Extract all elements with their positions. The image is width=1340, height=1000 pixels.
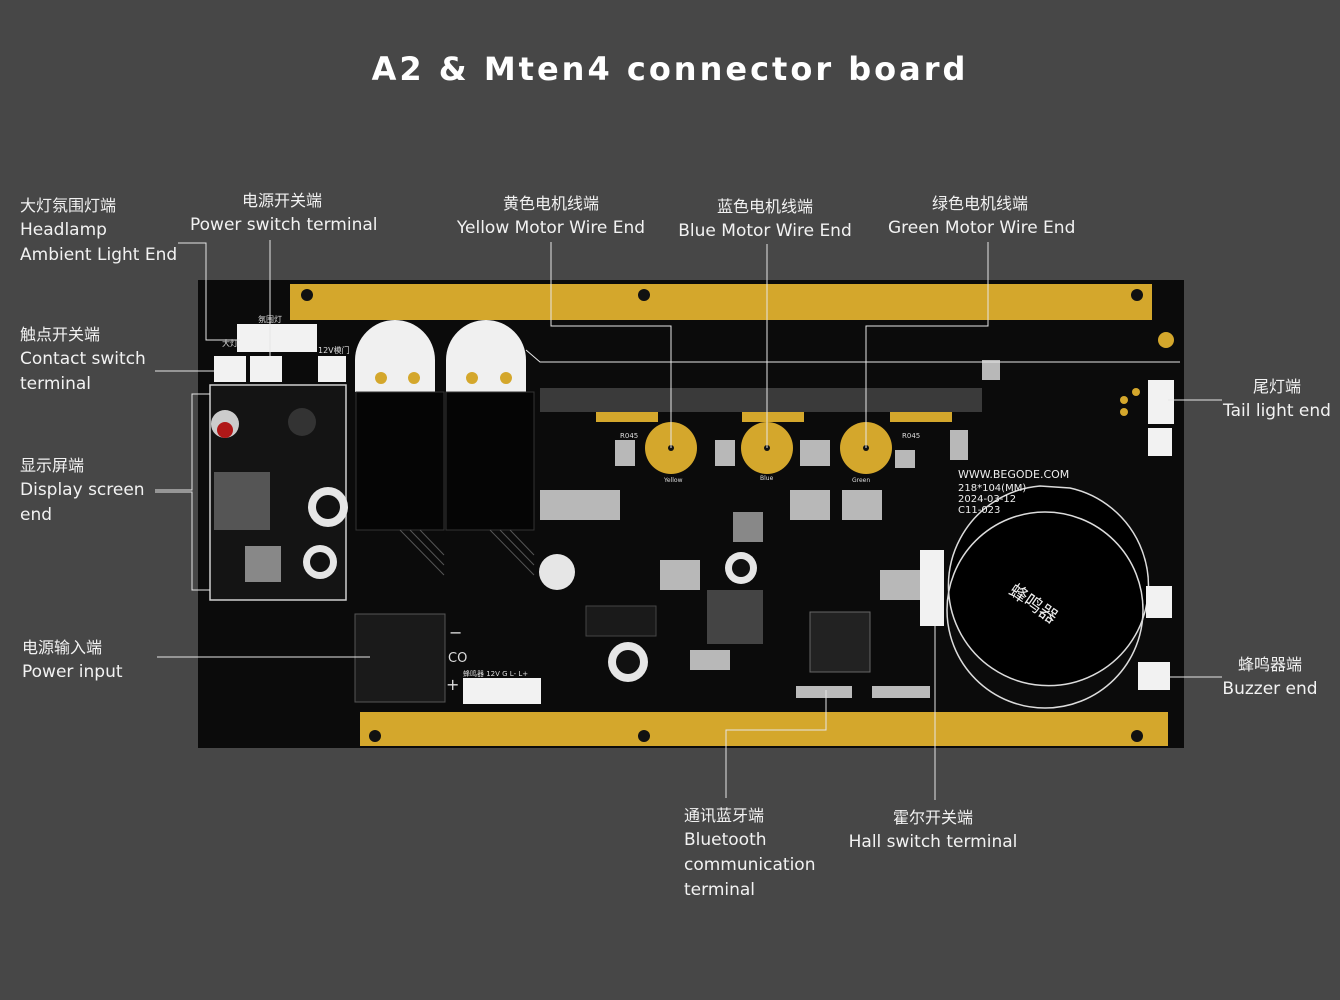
display-label-zh: 显示屏端 xyxy=(20,456,85,475)
tail-light-label-zh: 尾灯端 xyxy=(1252,377,1301,396)
power-switch-label-zh: 电源开关端 xyxy=(241,191,322,210)
reset-button xyxy=(733,512,763,542)
green-motor-label-zh: 绿色电机线端 xyxy=(931,194,1028,213)
bluetooth-label-en: Bluetooth xyxy=(684,830,767,850)
silk-text: Blue xyxy=(760,475,774,482)
silk-text: C11-023 xyxy=(958,505,1000,516)
mount-hole xyxy=(638,289,650,301)
silk-text: WWW.BEGODE.COM xyxy=(958,468,1069,481)
top-rail xyxy=(290,284,1152,320)
buzzer-connector xyxy=(1138,662,1170,690)
silk-text: Green xyxy=(852,477,870,484)
switch xyxy=(245,546,281,582)
yellow-motor-label: 黄色电机线端 Yellow Motor Wire End xyxy=(456,191,646,241)
contact-switch-label-zh: 触点开关端 xyxy=(20,325,101,344)
mcu-chip xyxy=(809,611,871,673)
power-switch-label: 电源开关端 Power switch terminal xyxy=(190,188,378,238)
buzzer-label-en: Buzzer end xyxy=(1222,679,1318,699)
12v-connector xyxy=(318,356,346,382)
buzzer-label-zh: 蜂鸣器端 xyxy=(1237,655,1302,674)
fiducial xyxy=(1158,332,1174,348)
headlamp-label-zh: 大灯氛围灯端 xyxy=(20,196,117,215)
buzzer-outline xyxy=(947,485,1150,687)
mosfet-block xyxy=(445,391,535,531)
silk-text: R045 xyxy=(902,432,920,440)
green-motor-label-en: Green Motor Wire End xyxy=(888,218,1076,238)
headlamp-connector xyxy=(237,324,317,352)
bottom-header-connector xyxy=(463,678,541,704)
yellow-motor-label-en: Yellow Motor Wire End xyxy=(456,218,646,238)
bluetooth-label-en3: terminal xyxy=(684,880,756,900)
buzzer-label: 蜂鸣器端 Buzzer end xyxy=(1222,652,1318,702)
page-title: A2 & Mten4 connector board xyxy=(371,50,969,88)
hall-label-zh: 霍尔开关端 xyxy=(892,808,973,827)
contact-switch-label-en: Contact switch xyxy=(20,349,146,369)
silk-text: 大灯 xyxy=(222,338,238,348)
silk-text: Yellow xyxy=(663,477,683,484)
blue-motor-label-zh: 蓝色电机线端 xyxy=(716,197,813,216)
inductor-small xyxy=(288,408,316,436)
contact-switch-label: 触点开关端 Contact switch terminal xyxy=(20,322,146,397)
tail-light-label-en: Tail light end xyxy=(1223,401,1331,421)
silk-text: 蜂鸣器 12V G L- L+ xyxy=(463,669,528,678)
power-inductor xyxy=(707,590,763,644)
power-input-label: 电源输入端 Power input xyxy=(22,635,123,685)
silk-text: 12V模门 xyxy=(318,345,350,355)
blue-motor-label-en: Blue Motor Wire End xyxy=(678,221,852,241)
power-input-label-en: Power input xyxy=(22,662,123,682)
yellow-motor-label-zh: 黄色电机线端 xyxy=(502,194,599,213)
hall-label-en: Hall switch terminal xyxy=(848,832,1018,852)
silk-text: R045 xyxy=(620,432,638,440)
capacitor xyxy=(539,554,575,590)
power-input-label-zh: 电源输入端 xyxy=(22,638,103,657)
bluetooth-label-zh: 通讯蓝牙端 xyxy=(684,806,765,825)
ambient-light-label-en: Ambient Light End xyxy=(20,245,178,265)
display-label-en: Display screen xyxy=(20,480,145,500)
leader-lines xyxy=(155,240,1222,800)
silk-text: 218*104(MM) xyxy=(958,483,1026,494)
mount-hole xyxy=(1131,730,1143,742)
power-input-jack xyxy=(354,613,446,703)
motor-bar xyxy=(540,388,982,412)
contact-switch-label-en2: terminal xyxy=(20,374,92,394)
green-motor-label: 绿色电机线端 Green Motor Wire End xyxy=(888,191,1076,241)
silk-text: CO xyxy=(448,651,467,666)
bluetooth-label-en2: communication xyxy=(684,855,816,875)
tail-light-label: 尾灯端 Tail light end xyxy=(1222,374,1332,424)
display-label: 显示屏端 Display screen end xyxy=(20,453,145,528)
inductor xyxy=(214,472,270,530)
power-switch-label-en: Power switch terminal xyxy=(190,215,378,235)
hall-label: 霍尔开关端 Hall switch terminal xyxy=(848,805,1018,855)
mount-hole xyxy=(1131,289,1143,301)
display-label-en2: end xyxy=(20,505,53,525)
hall-connector xyxy=(920,550,944,626)
contact-switch-connector-2 xyxy=(250,356,282,382)
headlamp-label: 大灯氛围灯端 Headlamp Ambient Light End xyxy=(20,193,177,268)
silk-text: − xyxy=(449,623,462,642)
bluetooth-header xyxy=(796,686,852,698)
tail-light-connector xyxy=(1148,380,1174,424)
headlamp-label-en: Headlamp xyxy=(20,220,107,240)
mount-hole xyxy=(369,730,381,742)
blue-motor-label: 蓝色电机线端 Blue Motor Wire End xyxy=(678,194,852,244)
mosfet-block xyxy=(355,391,445,531)
bottom-rail xyxy=(360,712,1168,746)
silk-text: + xyxy=(446,675,459,694)
silk-text: 2024-03-12 xyxy=(958,494,1016,505)
bluetooth-label: 通讯蓝牙端 Bluetooth communication terminal xyxy=(684,803,815,903)
mount-hole xyxy=(301,289,313,301)
mount-hole xyxy=(638,730,650,742)
contact-switch-connector xyxy=(214,356,246,382)
